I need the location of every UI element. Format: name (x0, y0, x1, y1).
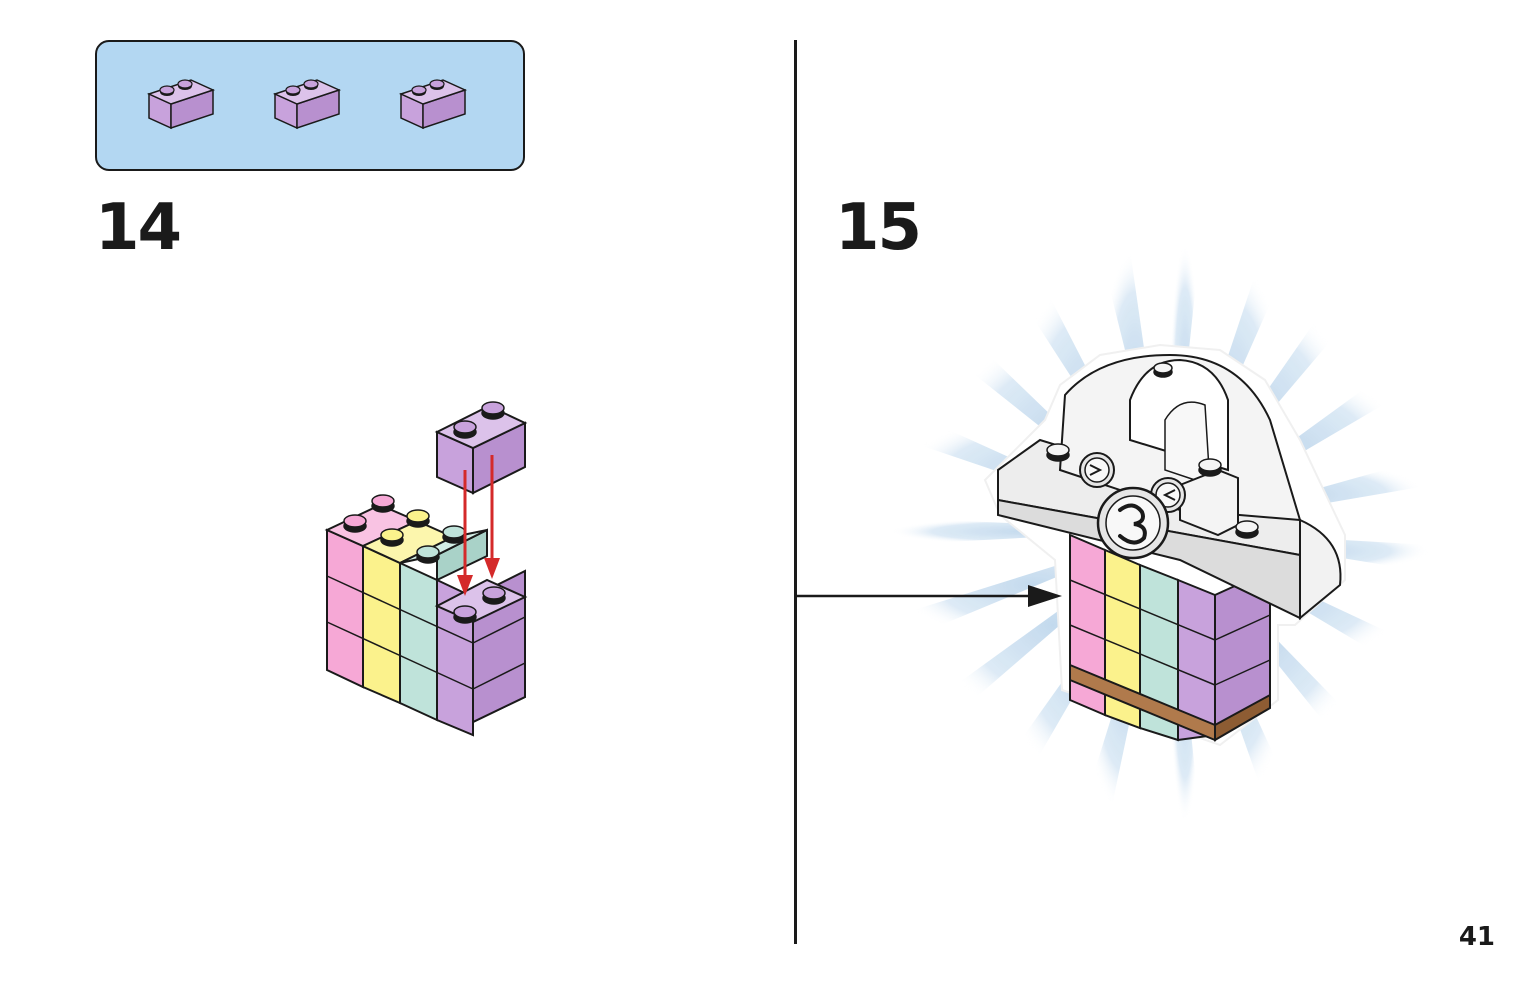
page-number: 41 (1458, 922, 1495, 952)
step-divider (794, 40, 797, 944)
step-number-14: 14 (95, 191, 182, 265)
step-number-15: 15 (835, 191, 922, 265)
parts-callout (95, 40, 525, 171)
black-arrow-icon (796, 585, 1062, 607)
rotate-3-icon (1096, 486, 1170, 560)
round-tile-small-left (1079, 452, 1115, 488)
red-arrow-icon (457, 455, 500, 596)
